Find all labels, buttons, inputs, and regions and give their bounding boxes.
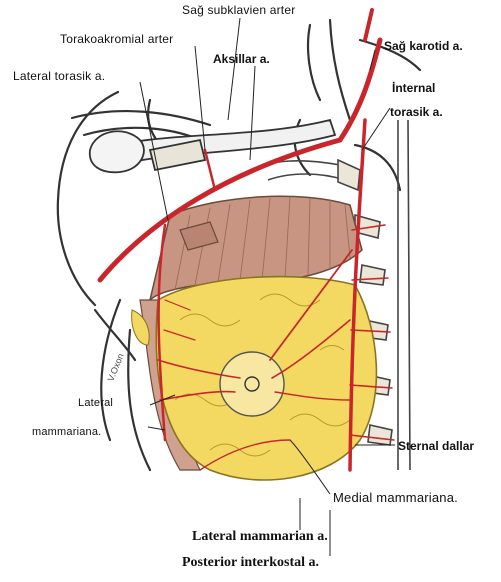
label-medial-mammary: Medial mammariana. — [333, 491, 458, 504]
label-lateral-thoracic: Lateral torasik a. — [13, 70, 105, 82]
label-sternal-branches: Sternal dallar — [398, 440, 474, 452]
label-internal-thoracic-line2: torasik a. — [390, 106, 443, 118]
carotid-artery — [365, 10, 372, 40]
label-subclavian-artery: Sağ subklavien arter — [182, 4, 295, 16]
label-right-carotid: Sağ karotid a. — [384, 40, 463, 52]
label-lateral-mammary-line2: mammariana. — [32, 427, 101, 438]
label-thoracoacromial-artery: Torakoakromial arter — [60, 33, 173, 45]
label-axillary-artery: Aksillar a. — [213, 53, 270, 65]
nipple — [245, 377, 259, 391]
label-posterior-intercostal-artery: Posterior interkostal a. — [182, 556, 319, 570]
label-lateral-mammary-line1: Lateral — [78, 398, 113, 409]
label-internal-thoracic-line1: İnternal — [392, 82, 435, 94]
signature: V.Oxon — [106, 352, 126, 383]
thoracoacromial-branch — [205, 150, 215, 190]
label-lateral-mammarian-artery: Lateral mammarian a. — [192, 530, 328, 544]
